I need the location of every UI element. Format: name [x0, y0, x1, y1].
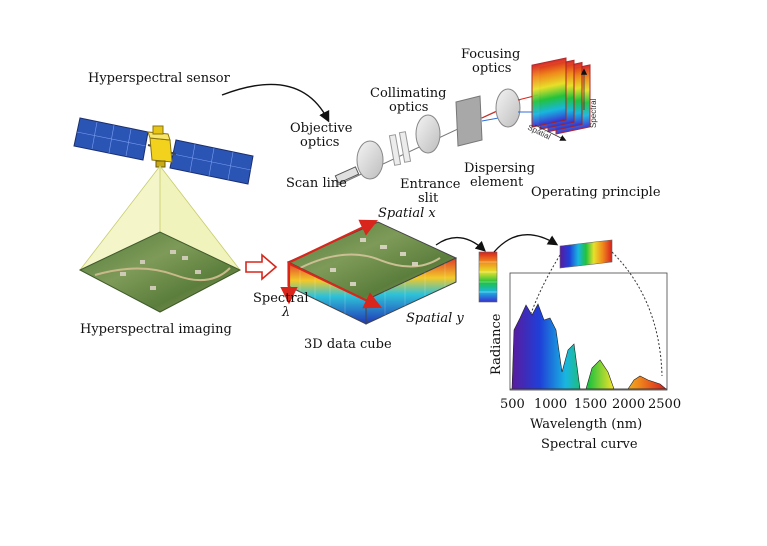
label-hyperspectral-sensor: Hyperspectral sensor	[88, 71, 231, 86]
chart-xtick-2: 1000	[534, 397, 567, 412]
chart-xtick-4: 2000	[612, 397, 645, 412]
curved-arrow-pixel	[493, 234, 559, 253]
satellite-body	[149, 137, 173, 163]
chart-xtick-3: 1500	[574, 397, 607, 412]
label-objective-optics-2: optics	[300, 135, 339, 150]
spectral-image-stack	[531, 57, 591, 141]
cube-side-face	[365, 257, 457, 325]
pixel-spectrum	[435, 234, 613, 303]
spectral-curve-chart	[509, 251, 668, 391]
sensor-footprint	[78, 165, 242, 313]
spatial-x-arrow	[289, 219, 378, 263]
spectral-band-strip	[559, 239, 613, 269]
label-entrance-slit-2: slit	[418, 191, 439, 206]
label-spatial-y: Spatial y	[406, 311, 464, 326]
label-spectral-1: Spectral	[253, 291, 309, 306]
spatial-y-arrow	[289, 263, 382, 309]
label-collimating-optics-1: Collimating	[370, 86, 446, 101]
objective-lens	[356, 140, 384, 180]
label-entrance-slit-1: Entrance	[400, 177, 461, 192]
label-spatial-x: Spatial x	[378, 206, 436, 221]
label-collimating-optics-2: optics	[389, 100, 428, 115]
pixel-spectrum-column	[478, 251, 498, 303]
chart-xlabel: Wavelength (nm)	[530, 417, 642, 432]
label-dispersing-element-2: element	[470, 175, 524, 190]
label-objective-optics-1: Objective	[290, 121, 353, 136]
curved-arrow-cube	[435, 237, 486, 252]
data-cube	[280, 219, 458, 325]
label-dispersing-element-1: Dispersing	[464, 161, 535, 176]
entrance-slit	[388, 134, 402, 166]
ground-scene	[78, 231, 242, 313]
label-focusing-optics-2: optics	[472, 61, 511, 76]
label-data-cube: 3D data cube	[304, 337, 392, 352]
focusing-lens	[495, 88, 521, 128]
curved-arrow-sensor	[221, 83, 330, 123]
dispersing-element	[455, 95, 483, 147]
chart-caption: Spectral curve	[541, 437, 638, 452]
dashed-arc-right	[611, 251, 663, 377]
label-scan-line: Scan line	[286, 176, 347, 191]
scan-line-strip	[334, 166, 360, 184]
collimating-lens	[415, 114, 441, 154]
chart-xtick-5: 2500	[648, 397, 681, 412]
label-spectral-axis-small: Spectral	[589, 98, 598, 128]
satellite	[73, 117, 254, 185]
label-focusing-optics-1: Focusing	[461, 47, 520, 62]
hollow-red-arrow-icon	[245, 253, 278, 281]
label-operating-principle: Operating principle	[531, 185, 661, 200]
chart-xtick-1: 500	[500, 397, 525, 412]
chart-ylabel: Radiance	[489, 313, 504, 375]
optics-train	[334, 88, 539, 186]
label-spectral-lambda: λ	[281, 305, 290, 320]
label-hyperspectral-imaging: Hyperspectral imaging	[80, 322, 232, 337]
